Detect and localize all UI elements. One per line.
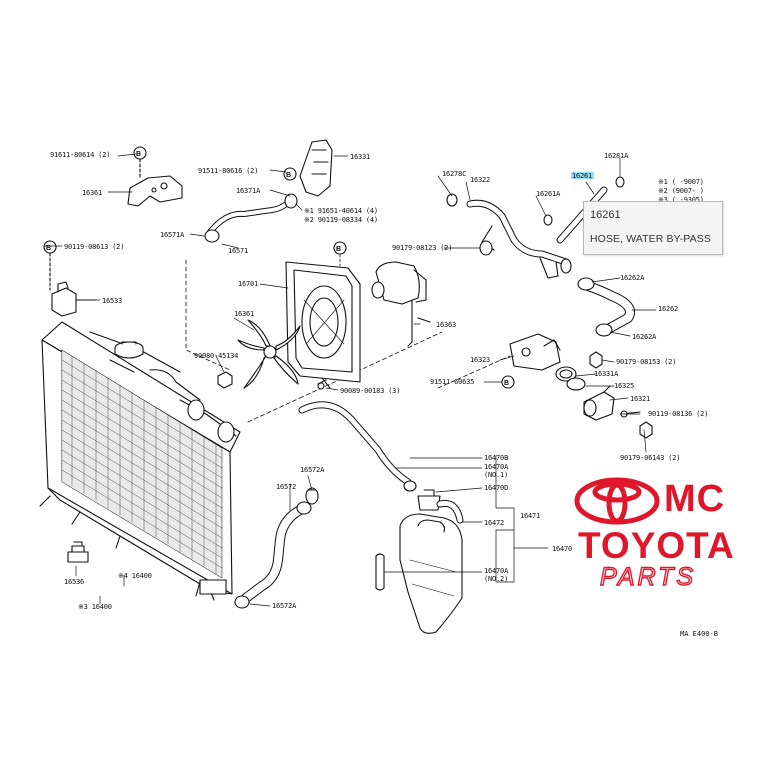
label-90179-06143[interactable]: 90179-06143 (2): [620, 454, 681, 462]
label-16470a-1-no: (NO.1): [484, 471, 509, 479]
svg-text:B: B: [336, 246, 341, 253]
svg-text:B: B: [286, 172, 291, 179]
label-16470a-1[interactable]: 16470A: [484, 463, 509, 471]
water-hose-16262[interactable]: [577, 277, 635, 337]
svg-text:B: B: [46, 245, 51, 252]
highlight-16261: [571, 172, 594, 179]
label-16470[interactable]: 16470: [552, 545, 573, 553]
watermark-toyota: TOYOTA: [578, 525, 735, 566]
label-90179-08123[interactable]: 90179-08123 (2): [392, 244, 453, 252]
label-16261[interactable]: 16261: [572, 172, 593, 180]
upper-radiator-hose[interactable]: [204, 193, 298, 243]
label-16361-bracket[interactable]: 16361: [82, 189, 103, 197]
label-16400[interactable]: ※4 16400: [118, 572, 152, 580]
fan-motor[interactable]: [371, 261, 431, 347]
label-16572a-top[interactable]: 16572A: [300, 466, 325, 474]
label-90119-08136[interactable]: 90119-08136 (2): [648, 410, 709, 418]
label-16470a-2[interactable]: 16470A: [484, 567, 509, 575]
label-16363[interactable]: 16363: [436, 321, 457, 329]
water-bypass-hose[interactable]: [556, 186, 608, 244]
fan-nut[interactable]: [217, 371, 233, 389]
label-90089-00183[interactable]: 90089-00183 (3): [340, 387, 401, 395]
label-91511-60635[interactable]: 91511-60635: [430, 378, 475, 386]
label-16331a[interactable]: 16331A: [594, 370, 619, 378]
label-16323[interactable]: 16323: [470, 356, 491, 364]
label-91511-80616[interactable]: 91511-80616 (2): [198, 167, 259, 175]
cooling-fan[interactable]: [237, 319, 301, 389]
part-tooltip: 16261 HOSE, WATER BY-PASS: [583, 201, 723, 255]
label-16361-fan[interactable]: 16361: [234, 310, 255, 318]
label-16321[interactable]: 16321: [630, 395, 651, 403]
sensor-nut[interactable]: [589, 351, 603, 369]
tooltip-part-number: 16261: [590, 209, 621, 221]
fan-shroud[interactable]: [285, 261, 361, 383]
label-16470a-2-no: (NO.2): [484, 575, 509, 583]
label-16261a[interactable]: 16261A: [536, 190, 561, 198]
radiator[interactable]: [39, 321, 241, 601]
lower-radiator-hose[interactable]: [234, 501, 312, 609]
coolant-reservoir[interactable]: [375, 513, 463, 634]
label-16571a[interactable]: 16571A: [160, 231, 185, 239]
label-note2-90119[interactable]: ※2 90119-08334 (4): [304, 216, 378, 224]
label-16278c[interactable]: 16278C: [442, 170, 467, 178]
label-16262[interactable]: 16262: [658, 305, 679, 313]
label-16533[interactable]: 16533: [102, 297, 123, 305]
label-notes-2: ※2 (9007- ): [658, 187, 704, 195]
label-16470b[interactable]: 16470B: [484, 454, 509, 462]
label-16701[interactable]: 16701: [238, 280, 259, 288]
label-18400[interactable]: ※3 16400: [78, 603, 112, 611]
label-16472[interactable]: 16472: [484, 519, 505, 527]
label-16281a[interactable]: 16281A: [604, 152, 629, 160]
label-16371a[interactable]: 16371A: [236, 187, 261, 195]
label-16322[interactable]: 16322: [470, 176, 491, 184]
label-note1-91651[interactable]: ※1 91651-40614 (4): [304, 207, 378, 215]
radiator-cap[interactable]: [114, 341, 144, 359]
water-inlet[interactable]: [583, 385, 615, 421]
label-notes-1: ※1 ( -9007): [658, 178, 704, 186]
watermark-parts: PARTS: [599, 562, 697, 591]
label-90080-45134[interactable]: 90080-45134: [194, 352, 239, 360]
tooltip-part-description: HOSE, WATER BY-PASS: [590, 233, 711, 245]
radiator-support-bracket[interactable]: B: [43, 240, 97, 317]
label-notes-3: ※3 ( -9305): [658, 196, 704, 204]
water-bypass-pipe[interactable]: [466, 199, 572, 279]
lower-hose-clamp[interactable]: [305, 487, 319, 505]
label-16470d[interactable]: 16470D: [484, 484, 509, 492]
label-16572[interactable]: 16572: [276, 483, 297, 491]
svg-text:B: B: [136, 151, 141, 158]
gasket[interactable]: [446, 193, 458, 207]
water-outlet[interactable]: B B: [283, 139, 347, 255]
shroud-screw[interactable]: [317, 377, 331, 390]
label-16262a-bot[interactable]: 16262A: [632, 333, 657, 341]
label-91611-80614[interactable]: 91611-80614 (2): [50, 151, 111, 159]
label-16325[interactable]: 16325: [614, 382, 635, 390]
thermostat[interactable]: [555, 366, 586, 391]
label-90119-08613[interactable]: 90119-08613 (2): [64, 243, 125, 251]
figure-reference: MA E400-B: [680, 630, 718, 638]
label-16262a-top[interactable]: 16262A: [620, 274, 645, 282]
overflow-hose[interactable]: [298, 401, 417, 492]
thermostat-housing[interactable]: B: [501, 333, 561, 389]
label-16571[interactable]: 16571: [228, 247, 249, 255]
bypass-clamp[interactable]: [543, 176, 625, 226]
reservoir-cap[interactable]: [417, 489, 441, 511]
watermark-mc: MC: [664, 478, 726, 520]
drain-cock[interactable]: [67, 541, 89, 563]
label-16536[interactable]: 16536: [64, 578, 85, 586]
label-16471[interactable]: 16471: [520, 512, 541, 520]
label-16572a-bot[interactable]: 16572A: [272, 602, 297, 610]
label-16331[interactable]: 16331: [350, 153, 371, 161]
reservoir-hose[interactable]: [436, 499, 464, 524]
label-90179-08153[interactable]: 90179-08153 (2): [616, 358, 677, 366]
toyota-emblem-icon: [574, 477, 660, 525]
svg-text:B: B: [504, 380, 509, 387]
mounting-bracket[interactable]: B: [127, 146, 183, 207]
